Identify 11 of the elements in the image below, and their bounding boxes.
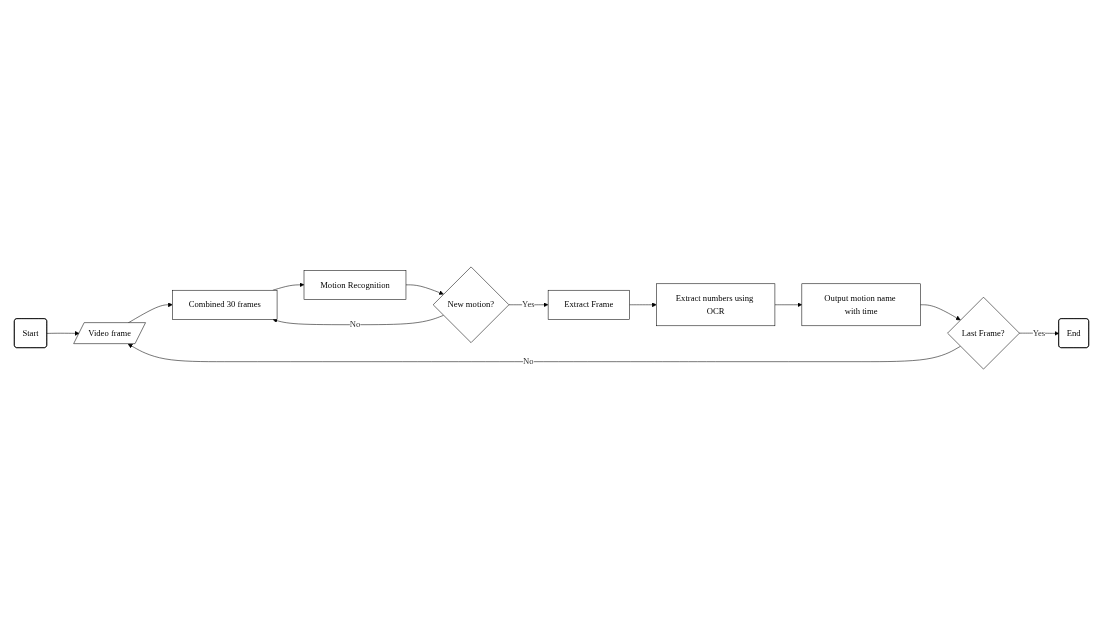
node-box: Extract Frame — [547, 289, 630, 320]
edge-label: No — [349, 319, 361, 330]
node-box: Combined 30 frames — [172, 289, 278, 320]
node-box: Output motion name with time — [801, 283, 921, 327]
node-diamond: Last Frame? — [947, 296, 1020, 370]
edge-label: Yes — [522, 299, 535, 310]
node-box: Extract numbers using OCR — [656, 283, 776, 327]
node-box: Motion Recognition — [303, 270, 407, 300]
edge-label: No — [523, 356, 534, 366]
node-diamond: New motion? — [432, 266, 510, 343]
edge-label: Yes — [1032, 328, 1046, 338]
